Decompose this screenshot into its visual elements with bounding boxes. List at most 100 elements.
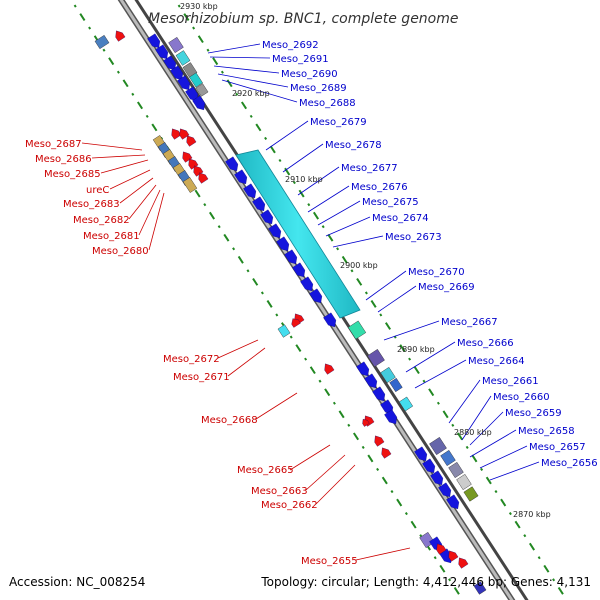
gc-dot [212,57,219,66]
tick-label: 2920 kbp [232,89,270,98]
leader-line [305,454,346,491]
gc-dot [249,114,253,118]
forward-gene-arrow [422,458,436,474]
gc-dot [384,322,392,330]
leader-line [227,347,266,377]
gc-dot [356,277,363,286]
feature-blocks [94,34,487,595]
leader-line [297,166,340,196]
leader-line [405,341,456,373]
gc-dot [79,13,86,21]
leader-line [325,216,371,237]
leader-line [148,192,165,251]
feature-block [398,396,414,412]
gene-label: Meso_2659 [505,408,562,419]
gene-label: Meso_2675 [362,197,419,208]
leader-line [317,200,361,226]
gene-label: Meso_2656 [541,458,598,469]
gc-dot [151,123,158,132]
reverse-gene-arrow [186,135,197,147]
gene-label: Meso_2665 [237,465,294,476]
gene-label: Meso_2669 [418,282,475,293]
gene-label: Meso_2657 [529,442,586,453]
forward-gene-arrow [163,55,177,71]
gene-label: ureC [86,185,109,196]
gc-dot [295,344,302,352]
leader-line [207,43,261,54]
gc-dot [252,277,259,286]
gc-dot [309,366,316,375]
leader-line [332,235,384,248]
gene-label: Meso_2692 [262,40,319,51]
gc-dot [471,454,478,463]
gc-dot [419,534,423,538]
tick-label: 2910 kbp [285,175,323,184]
forward-gene-arrow [414,446,428,462]
forward-gene-arrow [225,156,239,172]
feature-block [456,473,472,491]
leader-line [307,185,350,213]
gc-dot [235,92,239,96]
forward-gene-arrow [438,482,452,498]
gene-label: Meso_2676 [351,182,408,193]
feature-block [168,36,184,54]
gc-dot [523,534,527,538]
forward-gene-arrow [446,494,460,510]
reverse-gene-arrow [448,550,459,562]
feature-block [277,324,291,338]
gc-dot [514,520,521,529]
gc-dot [408,357,412,361]
forward-gene-arrow [234,169,248,185]
gc-dot [379,313,383,317]
forward-gene-arrow [243,183,257,199]
leader-line [109,169,151,190]
gc-dot [500,498,507,507]
gc-dot [292,181,296,185]
gc-dot [208,211,216,220]
tick-label: 2870 kbp [513,510,551,519]
gc-dot [422,379,426,383]
gc-dot [376,467,380,472]
gc-dot [318,379,322,383]
leader-line [217,73,289,88]
tick-label: 2930 kbp [180,2,218,11]
gene-label: Meso_2670 [408,267,465,278]
gc-dot [361,445,365,449]
forward-gene-arrow [252,196,266,212]
leader-line [128,184,157,220]
gc-dot [108,57,115,66]
reverse-gene-arrow [436,543,447,555]
gc-dot [413,366,420,375]
gc-dot [226,79,233,88]
label-leader-lines [81,43,540,561]
gc-dot [399,344,406,352]
gene-label: Meso_2682 [73,215,130,226]
leader-line [489,461,540,481]
reverse-gene-arrow [324,363,335,375]
gc-dot [543,564,550,573]
gene-label: Meso_2685 [44,169,101,180]
map-title: Mesorhizobium sp. BNC1, complete genome [148,11,459,27]
gene-label: Meso_2666 [457,338,514,349]
leader-line [81,142,143,151]
gc-dot [177,4,181,8]
gene-label: Meso_2681 [83,231,140,242]
forward-gene-arrow [177,75,191,91]
forward-gene-arrow [356,361,370,377]
gc-dot [338,410,345,419]
reverse-gene-arrow [291,318,301,328]
gc-dot [278,158,282,163]
gene-label: Meso_2671 [173,372,230,383]
gc-dot [237,255,244,264]
gene-label: Meso_2686 [35,154,92,165]
reverse-gene-arrow [188,158,199,170]
gc-dot [332,401,336,405]
forward-gene-arrow [192,95,206,111]
leader-line [255,392,298,420]
reverse-gene-arrow [381,447,392,459]
gc-dot [465,445,469,449]
gene-label: Meso_2658 [518,426,575,437]
gene-label: Meso_2677 [341,163,398,174]
gc-dot [88,26,92,30]
